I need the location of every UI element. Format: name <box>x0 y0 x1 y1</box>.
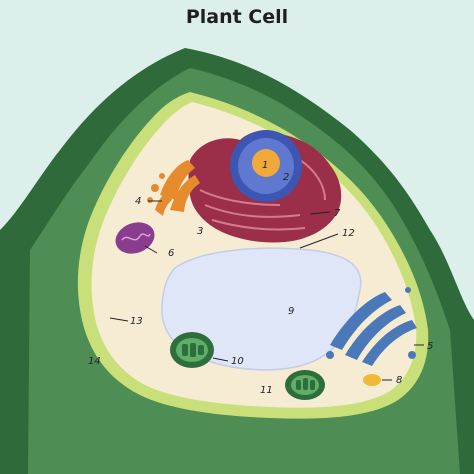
label-11: 11 <box>260 385 273 396</box>
label-9: 9 <box>288 306 294 317</box>
label-7: 7 <box>334 208 341 219</box>
label-6: 6 <box>168 248 174 259</box>
vesicle <box>159 173 165 179</box>
small-organelle <box>363 374 381 386</box>
thylakoid-stacks <box>182 343 204 357</box>
mitochondrion-cristae <box>121 233 151 241</box>
label-14: 14 <box>88 356 101 367</box>
diagram-title: Plant Cell <box>185 6 289 28</box>
golgi-apparatus-orange <box>155 160 200 216</box>
golgi-apparatus-blue <box>330 292 417 366</box>
vesicle <box>326 351 334 359</box>
nucleolus <box>252 149 280 177</box>
vesicle <box>405 287 411 293</box>
vesicle <box>151 184 159 192</box>
leader-lines <box>109 200 424 381</box>
label-10: 10 <box>231 356 244 367</box>
vesicle <box>408 351 416 359</box>
er-fold-lines <box>199 159 326 231</box>
label-13: 13 <box>130 316 143 327</box>
label-12: 12 <box>342 228 355 239</box>
vesicle <box>147 197 153 203</box>
mitochondrion <box>115 222 155 254</box>
label-1: 1 <box>262 160 268 171</box>
label-4: 4 <box>135 196 141 207</box>
vacuole <box>161 247 362 371</box>
thylakoid-stacks <box>296 378 315 390</box>
label-3: 3 <box>197 226 203 237</box>
label-5: 5 <box>427 341 433 352</box>
label-8: 8 <box>396 375 402 386</box>
label-2: 2 <box>283 172 289 183</box>
